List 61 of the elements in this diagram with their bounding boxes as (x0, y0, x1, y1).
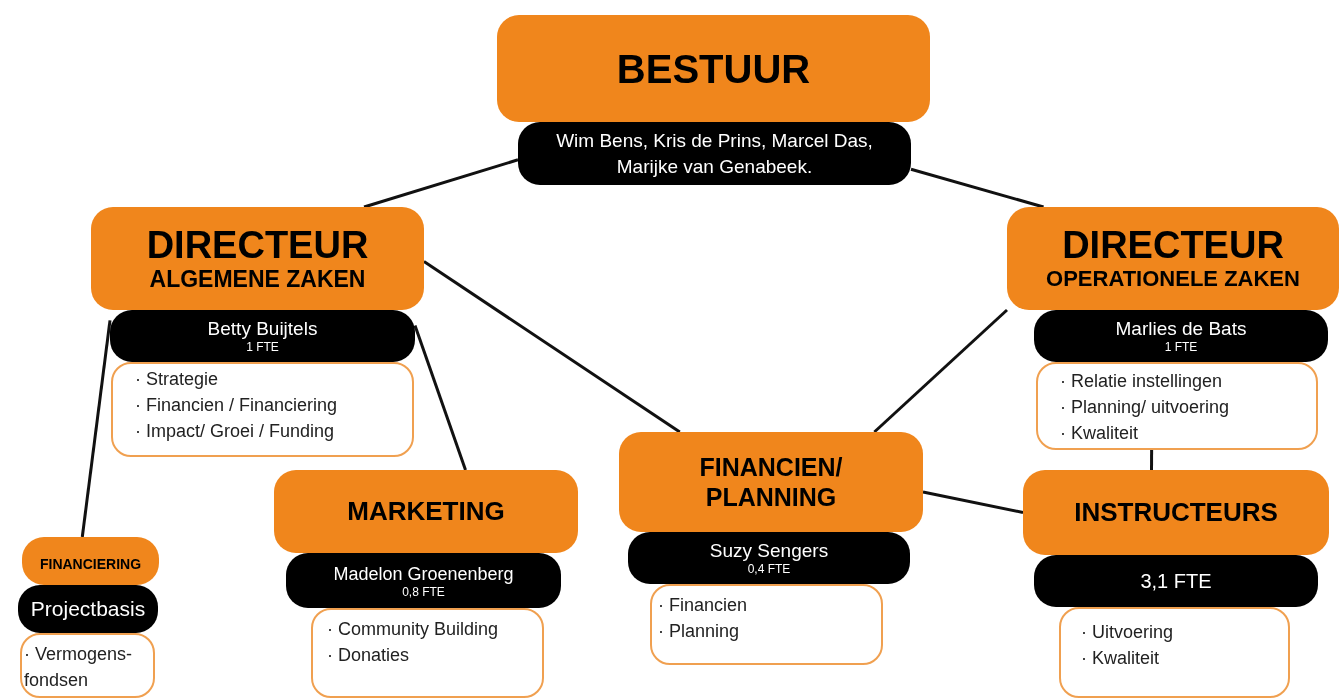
name-pill (628, 532, 910, 584)
name-pill (286, 553, 561, 608)
unit-title: OPERATIONELE ZAKEN (1046, 264, 1300, 293)
connector-line (922, 490, 1024, 514)
task-list-box (311, 608, 544, 698)
task-item: · Impact/ Groei / Funding (135, 420, 336, 443)
unit-title: BESTUUR (616, 45, 811, 93)
unit-title: FINANCIERING (39, 554, 142, 574)
task-item: · Community Building (327, 618, 500, 641)
person-name: Wim Bens, Kris de Prins, Marcel Das, Marijke van Genabeek. (555, 128, 874, 179)
task-item: · Kwaliteit (1081, 647, 1161, 670)
unit-title-box (91, 207, 424, 310)
person-name: Suzy Sengers (709, 540, 829, 562)
unit-title: DIRECTEUR (1062, 224, 1284, 265)
connector-line (80, 320, 112, 538)
name-pill (1034, 310, 1328, 362)
unit-title: MARKETING (347, 495, 505, 528)
task-item: · Financien / Financiering (135, 394, 339, 417)
task-list-box (111, 362, 414, 457)
unit-title: ALGEMENE ZAKEN (149, 264, 366, 293)
name-pill (110, 310, 415, 362)
unit-title-box (1023, 470, 1329, 555)
name-pill (518, 122, 911, 185)
person-name: 3,1 FTE (1140, 569, 1212, 593)
task-item: · Planning/ uitvoering (1060, 396, 1231, 419)
fte-label: 1 FTE (1164, 340, 1198, 354)
task-item: · Strategie (135, 368, 220, 391)
task-item: · Relatie instellingen (1060, 370, 1224, 393)
unit-title-box (1007, 207, 1339, 310)
unit-title: FINANCIEN/ PLANNING (698, 452, 844, 512)
task-item: · Uitvoering (1081, 621, 1175, 644)
connector-line (873, 308, 1008, 434)
connector-line (413, 325, 467, 471)
person-name: Marlies de Bats (1115, 318, 1247, 340)
task-item: · Planning (658, 620, 741, 643)
unit-title-box (274, 470, 578, 553)
person-name: Projectbasis (30, 597, 146, 621)
task-list-box (1036, 362, 1318, 450)
task-list-box (650, 584, 883, 665)
name-pill (1034, 555, 1318, 607)
task-item: · Kwaliteit (1060, 422, 1140, 445)
task-list-box (20, 633, 155, 698)
task-list-box (1059, 607, 1290, 698)
unit-title-box (619, 432, 923, 532)
connector-line (363, 158, 519, 209)
connector-line (910, 167, 1044, 209)
person-name: Madelon Groenenberg (333, 562, 514, 585)
task-item: · Vermogens- fondsen (24, 643, 134, 692)
unit-title-box (22, 537, 159, 585)
task-item: · Financien (658, 594, 749, 617)
connector-line (1150, 450, 1154, 470)
name-pill (18, 585, 158, 633)
task-item: · Donaties (327, 644, 411, 667)
connector-line (423, 260, 681, 434)
unit-title: DIRECTEUR (146, 224, 369, 265)
person-name: Betty Buijtels (207, 318, 318, 340)
unit-title: INSTRUCTEURS (1074, 496, 1278, 529)
fte-label: 1 FTE (246, 340, 279, 354)
fte-label: 0,4 FTE (747, 562, 791, 576)
fte-label: 0,8 FTE (402, 584, 445, 599)
unit-title-box (497, 15, 930, 122)
